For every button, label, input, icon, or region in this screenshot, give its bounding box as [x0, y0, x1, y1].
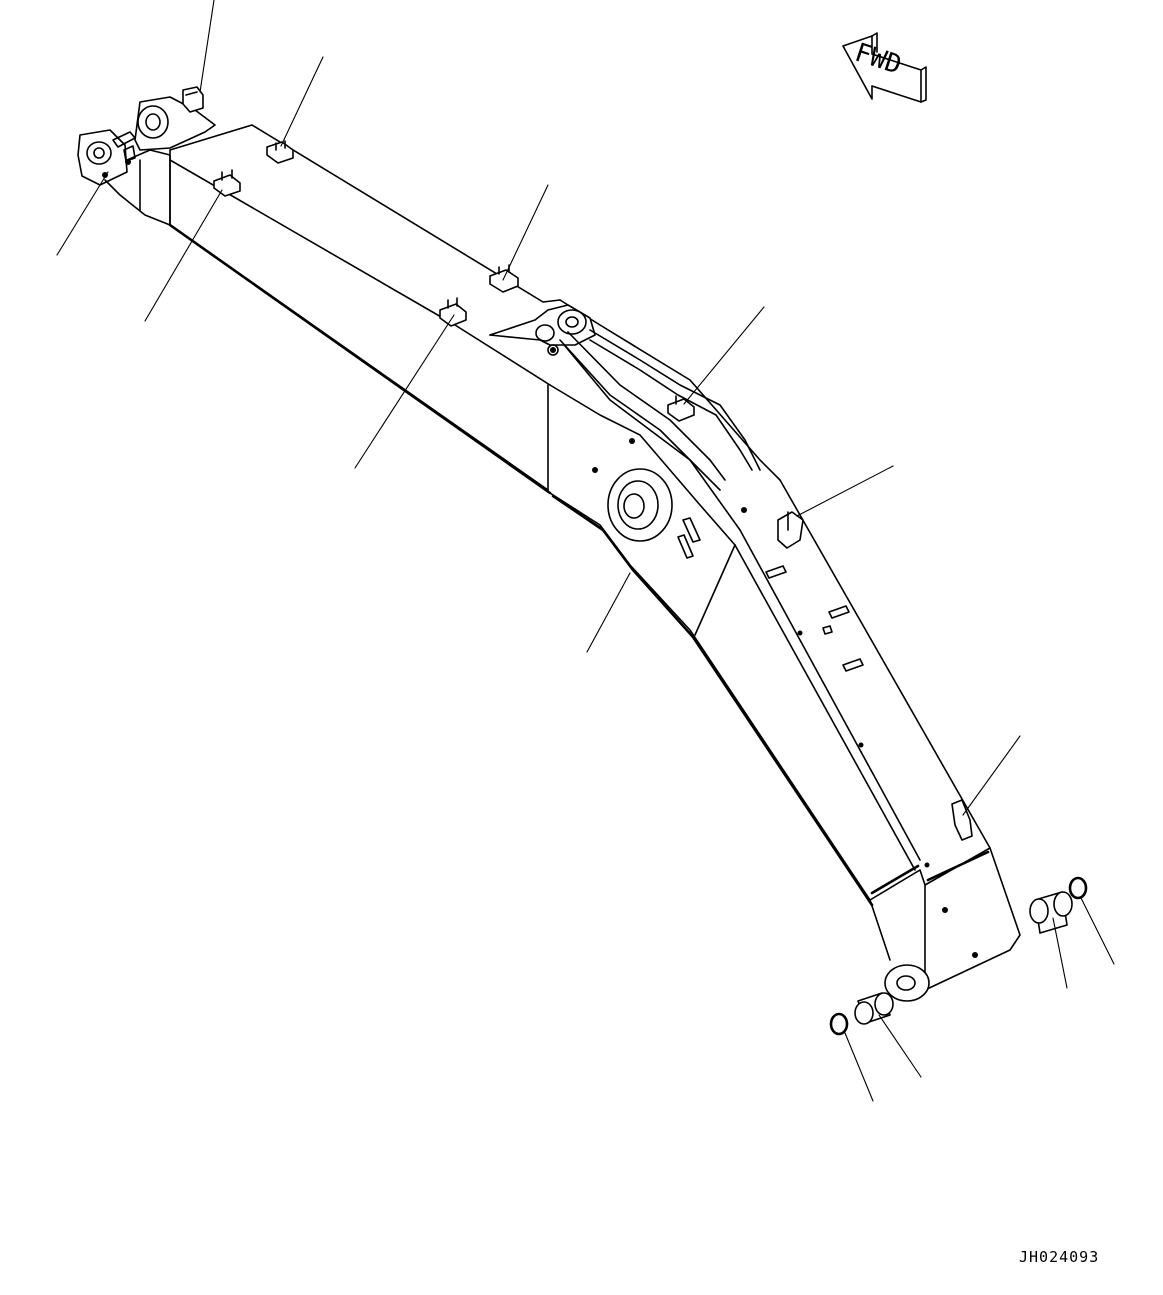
hose-clamp-1 [667, 395, 695, 422]
top-clamp-2 [266, 140, 294, 164]
top-clamp-1 [182, 86, 204, 113]
foot-ring-right [1068, 876, 1088, 900]
foot-ring-left [829, 1012, 849, 1036]
foot-bushing-right [1029, 891, 1073, 934]
fwd-arrow-icon: FWD [842, 32, 927, 103]
top-clamp-4 [489, 264, 519, 293]
hose-clamp-3 [951, 799, 973, 841]
hose-clamp-2 [777, 511, 804, 549]
boom-body [77, 86, 1021, 1002]
leader-lines [56, 0, 1115, 1102]
top-clamp-3 [213, 169, 241, 197]
top-clamp-5 [439, 297, 467, 327]
drawing-code-label: JH024093 [1019, 1248, 1100, 1266]
foot-bushing-left [854, 992, 894, 1025]
